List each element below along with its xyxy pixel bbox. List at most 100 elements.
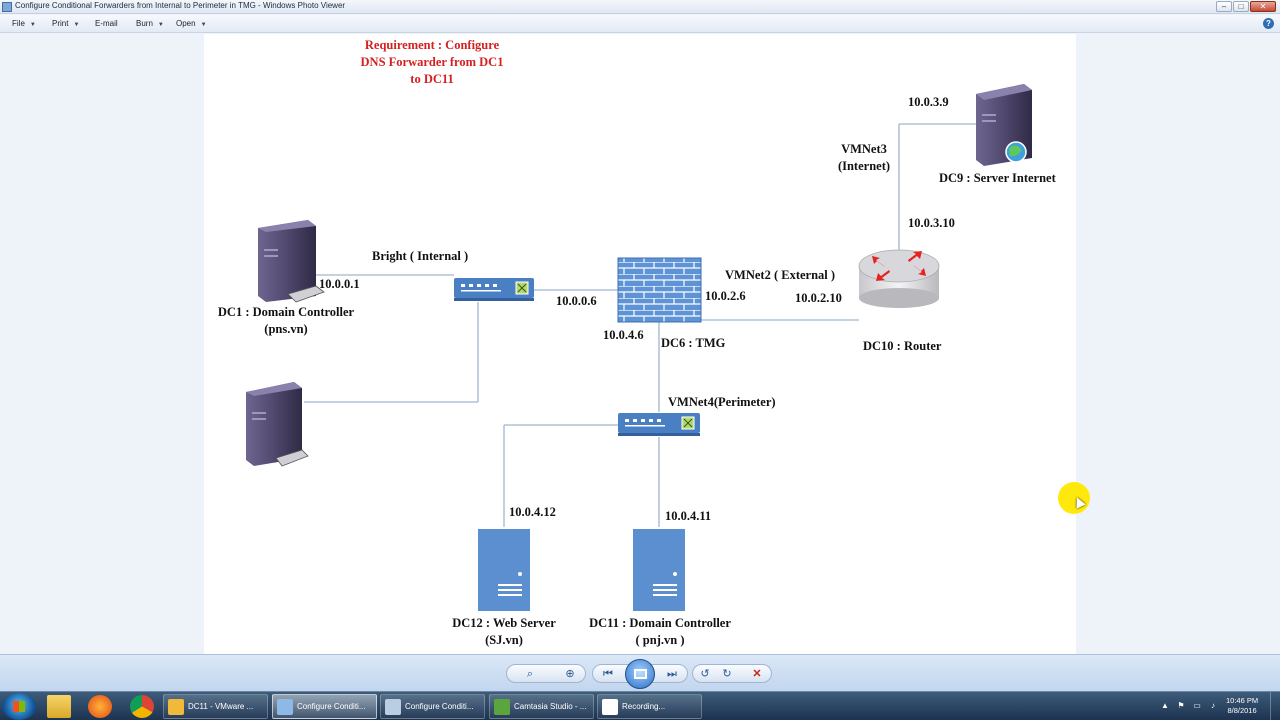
task-camtasia-studio[interactable]: Camtasia Studio - ... [489, 694, 594, 719]
title-bar: Configure Conditional Forwarders from In… [0, 0, 1280, 14]
display-icon[interactable]: ▭ [1193, 701, 1201, 710]
slideshow-button[interactable] [625, 659, 655, 689]
task-label: Camtasia Studio - ... [514, 702, 587, 711]
server-tower-lower-left [246, 382, 309, 467]
vmware-icon [168, 699, 184, 715]
label-ip-router-internal: 10.0.2.10 [795, 291, 842, 305]
chrome-icon[interactable] [130, 695, 154, 718]
label-dc6: DC6 : TMG [661, 336, 726, 350]
dc10-router [858, 249, 940, 308]
slideshow-icon [634, 669, 647, 679]
task-vmware[interactable]: DC11 - VMware ... [163, 694, 268, 719]
menu-print[interactable]: Print▼ [52, 19, 80, 28]
cursor-highlight [1058, 482, 1090, 514]
label-vmnet2: VMNet2 ( External ) [725, 268, 836, 282]
photo-viewer-icon [2, 2, 12, 12]
actual-size-icon[interactable]: ⊕ [565, 668, 575, 680]
task-configure-conditional[interactable]: Configure Conditi... [380, 694, 485, 719]
menu-email[interactable]: E-mail [95, 19, 118, 28]
menu-file[interactable]: File▼ [12, 19, 36, 28]
label-bright-internal: Bright ( Internal ) [372, 249, 469, 263]
chevron-down-icon: ▼ [200, 22, 207, 28]
requirement-line-2: DNS Forwarder from DC1 [360, 55, 504, 69]
label-vmnet3: VMNet3 (Internet) [834, 141, 894, 175]
chevron-down-icon: ▼ [157, 22, 164, 28]
task-label: Configure Conditi... [297, 702, 366, 711]
dc11-line-1: DC11 : Domain Controller [589, 616, 731, 630]
vmnet3-line-1: VMNet3 [841, 142, 887, 156]
show-hidden-icons-icon[interactable]: ▲ [1161, 701, 1169, 710]
chevron-down-icon: ▼ [29, 22, 36, 28]
camtasia-icon [494, 699, 510, 715]
windows-taskbar: DC11 - VMware ... Configure Conditi... C… [0, 691, 1280, 720]
delete-icon[interactable]: ✕ [752, 668, 762, 680]
firefox-icon[interactable] [88, 695, 112, 718]
requirement-line-1: Requirement : Configure [364, 38, 500, 52]
task-recording[interactable]: Recording... [597, 694, 702, 719]
diagram-graphics [246, 84, 1032, 611]
volume-icon[interactable]: ♪ [1211, 701, 1215, 710]
label-vmnet4: VMNet4(Perimeter) [668, 395, 776, 409]
viewer-toolbar: ⌕ ⊕ ⏮ ⏭ ↺ ↻ ✕ [0, 654, 1280, 691]
close-button[interactable]: ✕ [1250, 1, 1276, 12]
vmnet3-line-2: (Internet) [837, 159, 891, 173]
rotate-clockwise-icon[interactable]: ↻ [722, 668, 732, 680]
connection-lines [304, 123, 976, 527]
label-ip-tmg-internal: 10.0.0.6 [556, 294, 597, 308]
tmg-firewall [617, 257, 702, 323]
label-dc11: DC11 : Domain Controller ( pnj.vn ) [578, 615, 742, 649]
label-dc12: DC12 : Web Server (SJ.vn) [442, 615, 566, 649]
magnifier-icon[interactable]: ⌕ [526, 668, 534, 680]
dc1-line-1: DC1 : Domain Controller [217, 305, 355, 319]
window-title: Configure Conditional Forwarders from In… [15, 1, 346, 10]
label-ip-tmg-perimeter: 10.0.4.6 [603, 328, 644, 342]
menu-open[interactable]: Open▼ [176, 19, 207, 28]
rotate-counterclockwise-icon[interactable]: ↺ [700, 668, 710, 680]
dc12-web-server [478, 529, 530, 611]
dc12-line-1: DC12 : Web Server [452, 616, 556, 630]
dc11-line-2: ( pnj.vn ) [635, 633, 685, 647]
next-icon[interactable]: ⏭ [667, 668, 677, 680]
previous-icon[interactable]: ⏮ [603, 668, 613, 680]
requirement-text: Requirement : Configure DNS Forwarder fr… [332, 37, 532, 88]
task-label: Recording... [622, 702, 666, 711]
photo-viewer-icon [277, 699, 293, 715]
task-photo-viewer[interactable]: Configure Conditi... [272, 694, 377, 719]
label-ip-tmg-external: 10.0.2.6 [705, 289, 746, 303]
label-dc9: DC9 : Server Internet [939, 171, 1056, 185]
dc11-domain-controller [633, 529, 685, 611]
clock-date: 8/8/2016 [1227, 706, 1257, 715]
camtasia-recorder-icon [602, 699, 618, 715]
requirement-line-3: to DC11 [410, 72, 454, 86]
network-diagram: Requirement : Configure DNS Forwarder fr… [204, 34, 1076, 654]
dc1-server-tower [258, 220, 325, 303]
label-ip-dc12: 10.0.4.12 [509, 505, 556, 519]
label-ip-dc1: 10.0.0.1 [319, 277, 360, 291]
help-icon[interactable]: ? [1263, 18, 1274, 29]
show-desktop-button[interactable] [1270, 692, 1280, 720]
chevron-down-icon: ▼ [73, 22, 80, 28]
document-icon [385, 699, 401, 715]
menu-bar: File▼ Print▼ E-mail Burn▼ Open▼ ? [0, 15, 1280, 33]
system-clock[interactable]: 10:46 PM 8/8/2016 [1226, 696, 1258, 716]
edit-group [692, 664, 772, 683]
zoom-controls-group [506, 664, 586, 683]
flag-icon[interactable]: ⚑ [1177, 701, 1185, 710]
label-dc10: DC10 : Router [863, 339, 942, 353]
label-dc1: DC1 : Domain Controller (pns.vn) [208, 304, 364, 338]
task-label: Configure Conditi... [405, 702, 474, 711]
clock-time: 10:46 PM [1226, 696, 1259, 705]
menu-burn[interactable]: Burn▼ [136, 19, 164, 28]
minimize-button[interactable]: – [1216, 1, 1232, 12]
dc12-line-2: (SJ.vn) [485, 633, 523, 647]
image-viewer-area: Requirement : Configure DNS Forwarder fr… [0, 34, 1280, 654]
windows-logo-icon [13, 701, 25, 712]
start-button[interactable] [2, 693, 36, 720]
window-controls: – □ ✕ [1216, 1, 1276, 12]
maximize-button[interactable]: □ [1233, 1, 1249, 12]
label-ip-router-ext: 10.0.3.10 [908, 216, 955, 230]
label-ip-dc11: 10.0.4.11 [665, 509, 712, 523]
task-label: DC11 - VMware ... [188, 702, 254, 711]
switch-perimeter [618, 413, 700, 436]
file-explorer-icon[interactable] [47, 695, 71, 718]
